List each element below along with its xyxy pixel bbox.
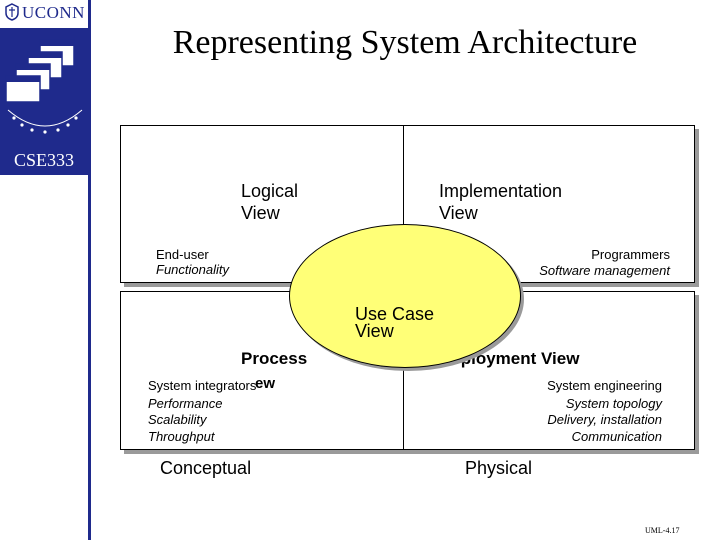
implementation-view-title-line: View bbox=[439, 202, 562, 224]
slide-title: Representing System Architecture bbox=[100, 24, 710, 62]
implementation-view-title: Implementation View bbox=[439, 180, 562, 224]
computer-windows-logo-icon bbox=[2, 30, 88, 148]
process-note-performance: Performance bbox=[148, 396, 222, 413]
logical-note-functionality: Functionality bbox=[156, 262, 229, 279]
conceptual-label: Conceptual bbox=[160, 457, 251, 479]
logical-view-title: Logical View bbox=[241, 180, 298, 224]
deployment-note-system-engineering: System engineering bbox=[480, 378, 662, 394]
physical-label: Physical bbox=[465, 457, 532, 479]
deployment-note-communication: Communication bbox=[480, 429, 662, 446]
use-case-view-ellipse bbox=[289, 224, 521, 368]
use-case-view-title: Use Case View bbox=[355, 303, 434, 342]
process-note-system-integrators: System integrators bbox=[148, 378, 256, 394]
implementation-note-software-management: Software management bbox=[500, 263, 670, 280]
process-view-title: Process bbox=[241, 348, 307, 369]
university-wordmark: UCONN bbox=[22, 3, 85, 23]
process-view-title-overflow: ew bbox=[255, 373, 275, 394]
deployment-note-delivery-installation: Delivery, installation bbox=[480, 412, 662, 429]
brand-divider bbox=[88, 0, 91, 540]
process-note-throughput: Throughput bbox=[148, 429, 215, 446]
slide-footer-tag: UML-4.17 bbox=[645, 526, 679, 535]
uconn-seal-icon bbox=[4, 3, 20, 21]
implementation-note-programmers: Programmers bbox=[500, 247, 670, 263]
uconn-header: UCONN bbox=[0, 0, 88, 26]
deployment-note-system-topology: System topology bbox=[480, 396, 662, 413]
implementation-view-title-line: Implementation bbox=[439, 180, 562, 202]
course-code: CSE333 bbox=[0, 148, 88, 175]
logical-note-end-user: End-user bbox=[156, 247, 209, 263]
logical-view-title-line: View bbox=[241, 202, 298, 224]
logical-view-title-line: Logical bbox=[241, 180, 298, 202]
process-note-scalability: Scalability bbox=[148, 412, 207, 429]
